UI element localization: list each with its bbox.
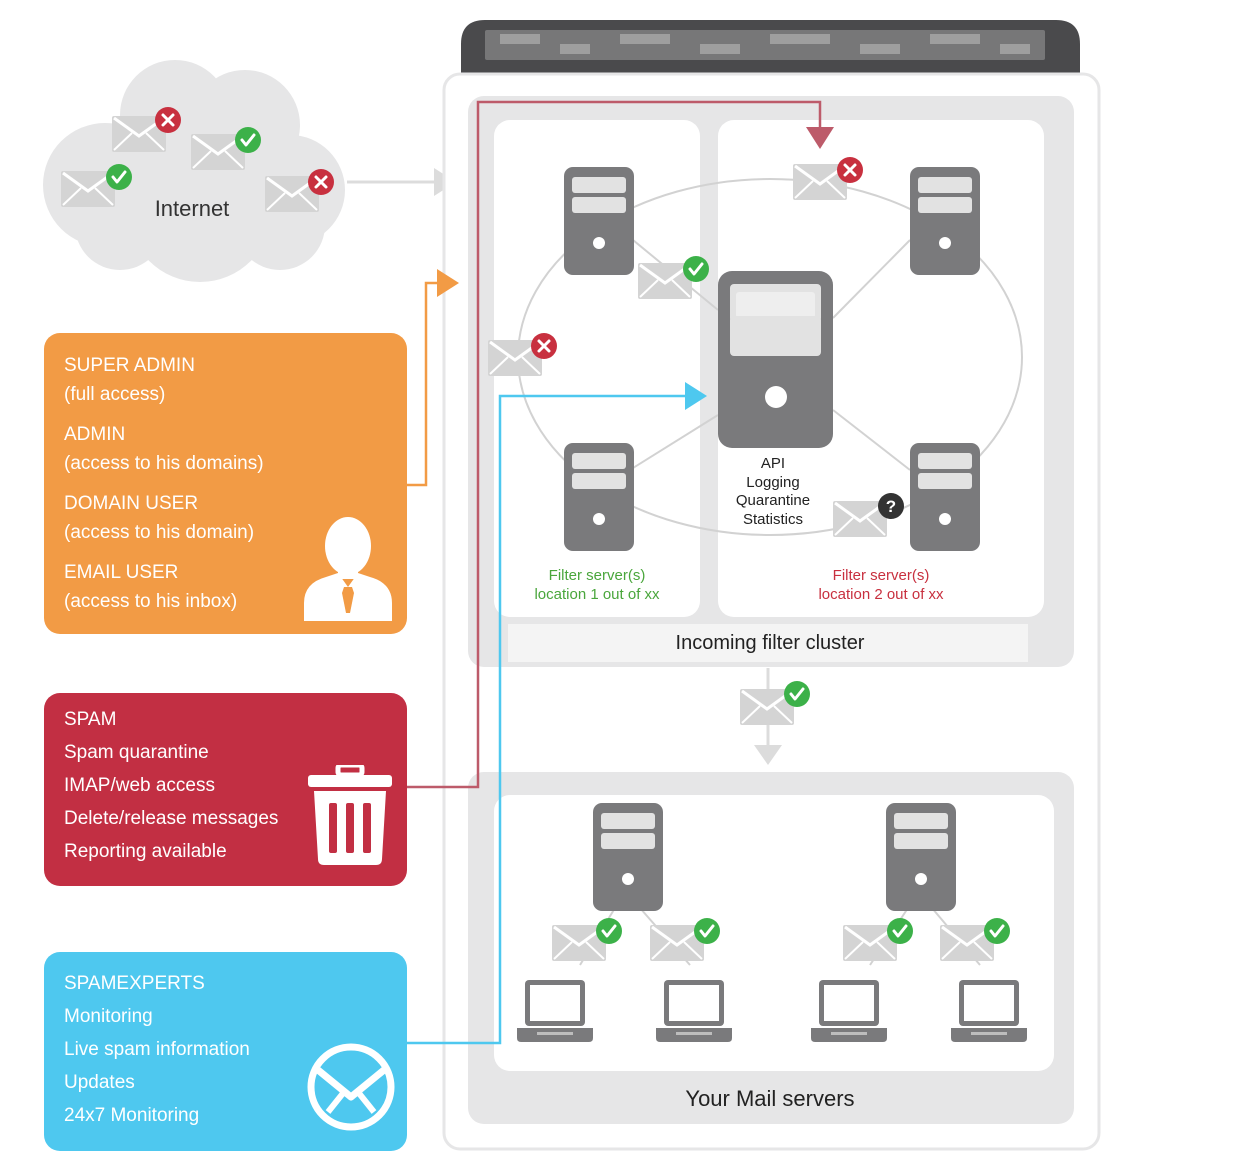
reject-badge-icon (306, 167, 336, 197)
ok-badge-icon (782, 679, 812, 709)
central-server (718, 271, 833, 448)
api-line-2: Logging (746, 474, 799, 491)
roles-connector (407, 269, 459, 487)
role-title: DOMAIN USER (64, 493, 199, 514)
location-2-line-2: location 2 out of xx (818, 586, 944, 603)
location-1-line-1: Filter server(s) (549, 567, 646, 584)
filter-server-bl (564, 443, 634, 551)
ok-badge-icon (885, 916, 915, 946)
reject-badge-icon (835, 155, 865, 185)
filter-server-br (910, 443, 980, 551)
mail-servers-caption: Your Mail servers (685, 1086, 854, 1111)
api-line-1: API (761, 455, 785, 472)
spam-line-4: Delete/release messages (64, 808, 279, 829)
api-line-4: Statistics (743, 511, 803, 528)
role-domain-user: DOMAIN USER (access to his domain) (64, 489, 407, 547)
spam-line-3: IMAP/web access (64, 775, 215, 796)
laptop-1 (517, 980, 593, 1042)
api-line-3: Quarantine (736, 492, 810, 509)
trash-icon (308, 765, 392, 865)
cluster-caption: Incoming filter cluster (676, 632, 865, 654)
role-title: ADMIN (64, 424, 126, 445)
spam-panel: SPAM Spam quarantine IMAP/web access Del… (44, 693, 407, 886)
se-line-4: Updates (64, 1072, 135, 1093)
delivery-arrow (738, 668, 812, 765)
reject-badge-icon (529, 331, 559, 361)
role-desc: (access to his domain) (64, 522, 255, 543)
spam-line-2: Spam quarantine (64, 742, 209, 763)
role-email-user: EMAIL USER (access to his inbox) (64, 558, 407, 616)
ok-badge-icon (982, 916, 1012, 946)
ok-badge-icon (681, 254, 711, 284)
role-desc: (access to his domains) (64, 453, 264, 474)
mail-server-right (886, 803, 956, 911)
se-line-5: 24x7 Monitoring (64, 1105, 200, 1126)
spam-line-5: Reporting available (64, 841, 227, 862)
ok-badge-icon (594, 916, 624, 946)
internet-arrow (347, 168, 456, 196)
role-desc: (access to his inbox) (64, 591, 238, 612)
mail-server-left (593, 803, 663, 911)
location-2-line-1: Filter server(s) (833, 567, 930, 584)
svg-text:?: ? (886, 497, 896, 516)
spamexperts-connector (407, 382, 707, 1045)
se-line-1: SPAMEXPERTS (64, 973, 205, 994)
role-title: SUPER ADMIN (64, 355, 195, 376)
internet-label: Internet (155, 196, 230, 221)
ok-badge-icon (692, 916, 722, 946)
location-1-line-2: location 1 out of xx (534, 586, 660, 603)
ok-badge-icon (104, 162, 134, 192)
laptop-2 (656, 980, 732, 1042)
envelope-circle-icon (307, 1043, 395, 1131)
user-icon (304, 517, 392, 621)
spamexperts-panel: SPAMEXPERTS Monitoring Live spam informa… (44, 952, 407, 1151)
reject-badge-icon (153, 105, 183, 135)
header-bar (461, 20, 1080, 74)
ok-badge-icon (233, 125, 263, 155)
roles-panel: SUPER ADMIN (full access) ADMIN (access … (44, 333, 407, 634)
spam-connector (407, 100, 834, 789)
location-1-box (494, 120, 700, 617)
cluster-caption-bar (508, 624, 1028, 662)
filter-server-tl (564, 167, 634, 275)
laptop-3 (811, 980, 887, 1042)
cluster-envelope-unknown: ? (831, 493, 904, 539)
filter-server-tr (910, 167, 980, 275)
role-title: EMAIL USER (64, 562, 179, 583)
role-desc: (full access) (64, 384, 166, 405)
role-admin: ADMIN (access to his domains) (64, 420, 407, 478)
role-super-admin: SUPER ADMIN (full access) (64, 351, 407, 409)
spam-line-1: SPAM (64, 709, 117, 730)
se-line-3: Live spam information (64, 1039, 250, 1060)
se-line-2: Monitoring (64, 1006, 153, 1027)
laptop-4 (951, 980, 1027, 1042)
